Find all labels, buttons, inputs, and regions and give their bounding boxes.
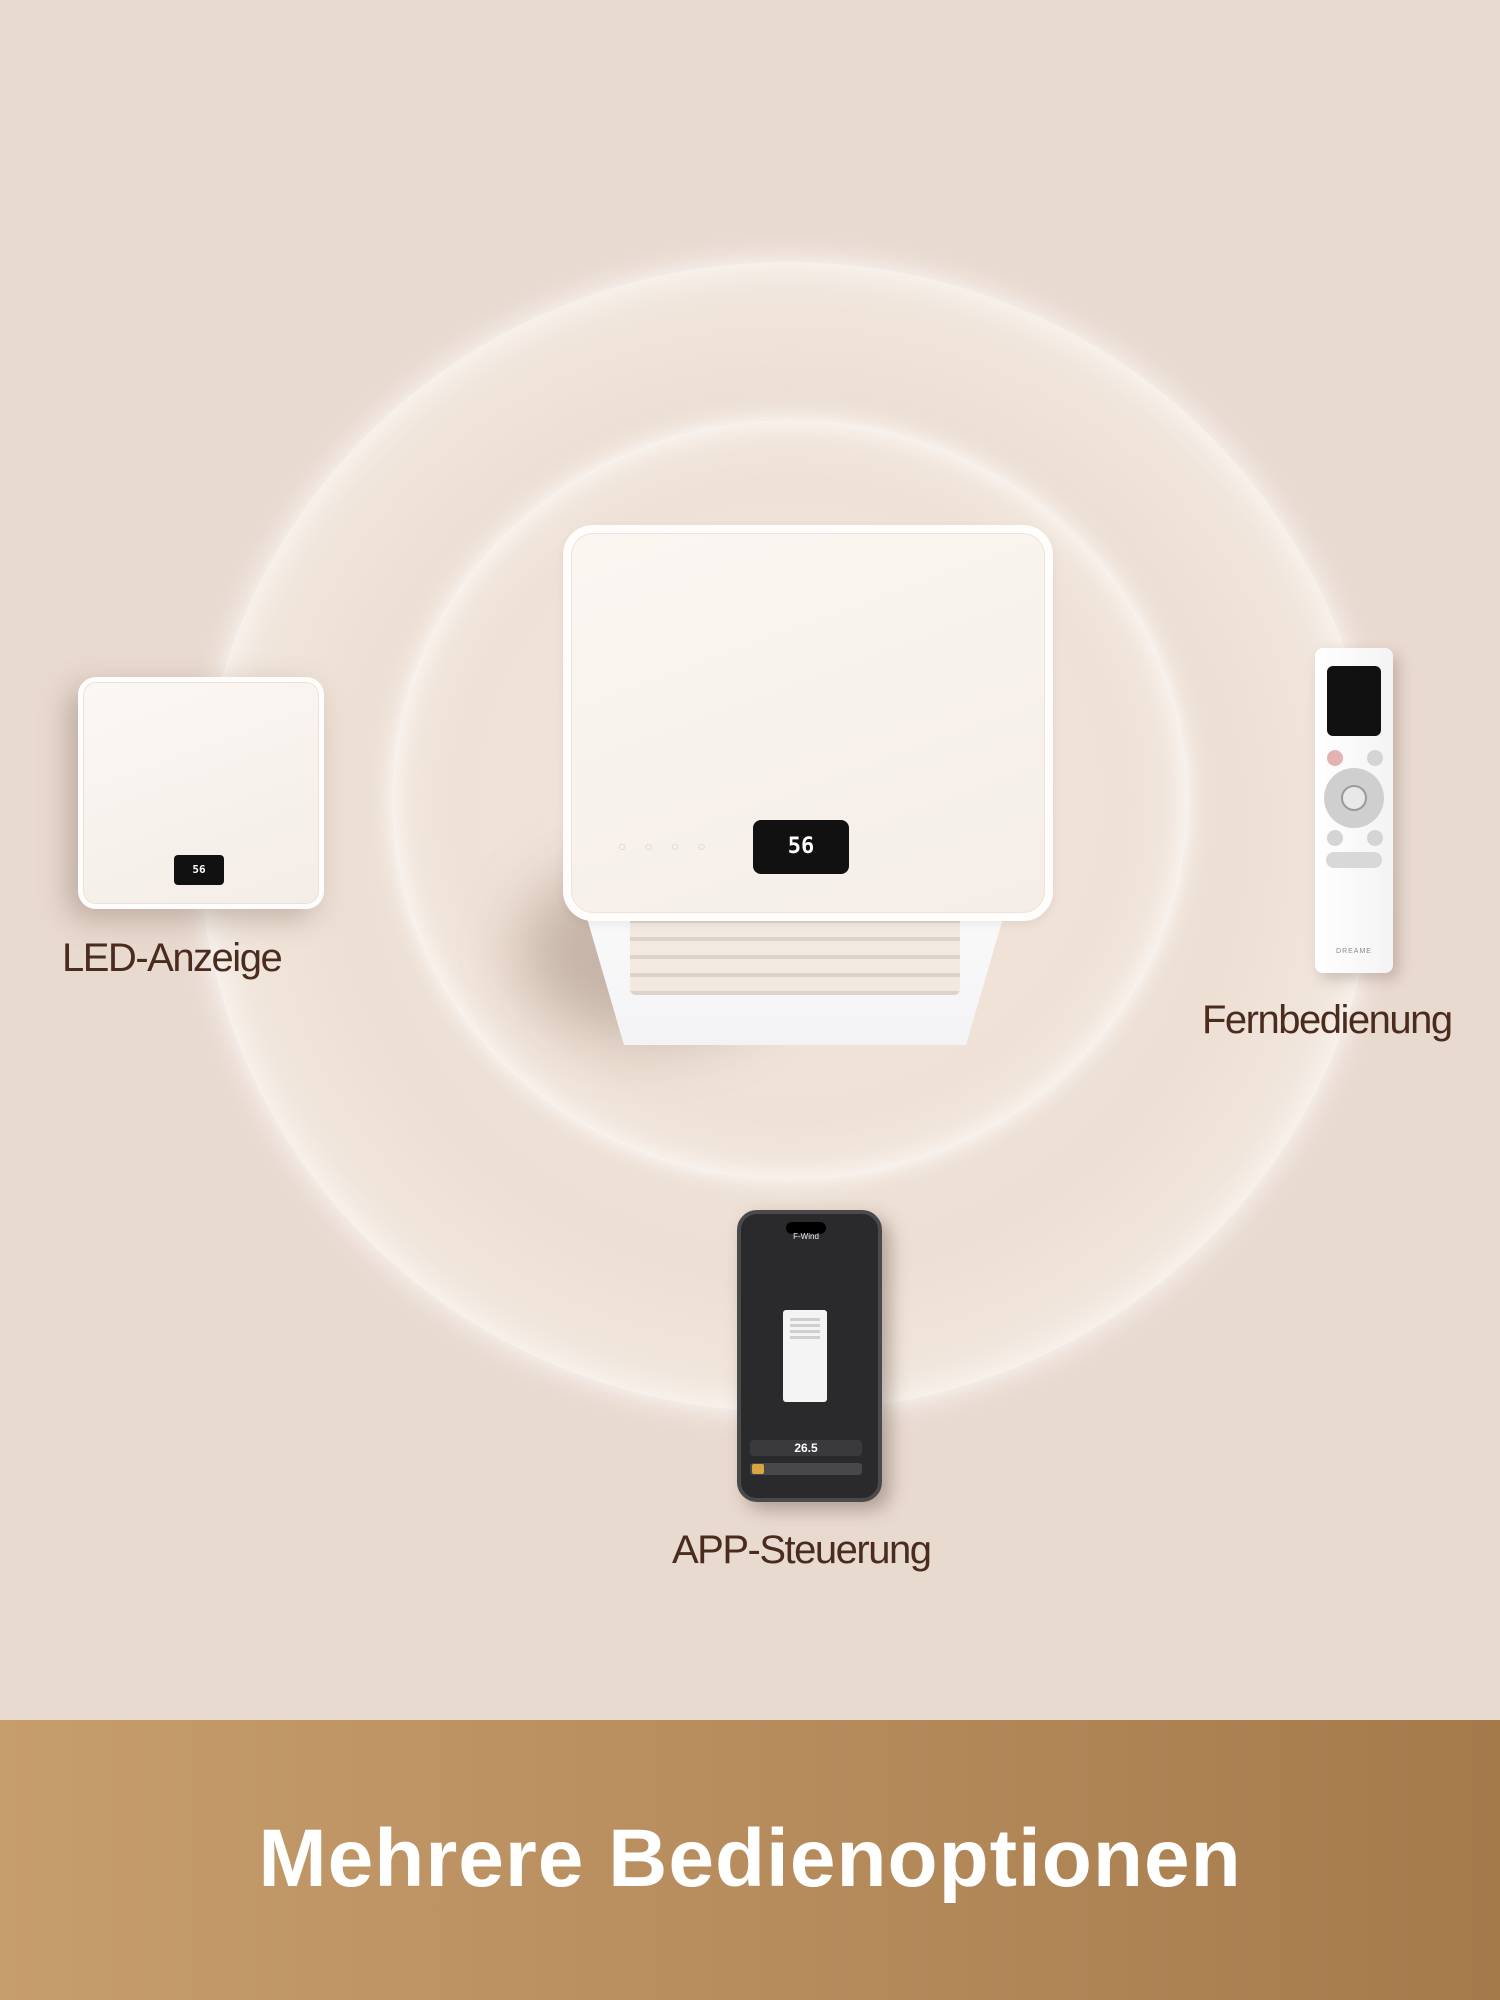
banner-title: Mehrere Bedienoptionen bbox=[258, 1813, 1242, 1904]
product-stage: ○○○○ 56 56 LED-Anzeige DREAME Fernbedien… bbox=[62, 262, 1454, 1572]
remote-brand: DREAME bbox=[1336, 948, 1372, 955]
remote-label: Fernbedienung bbox=[1202, 998, 1453, 1042]
remote-fan-icon-2 bbox=[1367, 830, 1383, 846]
app-control-label: APP-Steuerung bbox=[672, 1528, 932, 1572]
phone-ac-grille bbox=[790, 1318, 820, 1340]
led-panel-display: 56 bbox=[174, 855, 224, 885]
remote-screen bbox=[1327, 666, 1381, 736]
phone-app-title: F-Wind bbox=[793, 1232, 819, 1241]
phone-temperature: 26.5 bbox=[794, 1441, 818, 1455]
ac-control-icons: ○○○○ bbox=[618, 838, 724, 854]
phone-temp-bar bbox=[750, 1440, 862, 1456]
phone-bottom-bar bbox=[750, 1463, 862, 1475]
ac-led-display: 56 bbox=[753, 820, 849, 874]
remote-minus-plus-bar bbox=[1326, 852, 1382, 868]
remote-fan-icon bbox=[1327, 830, 1343, 846]
led-display-label: LED-Anzeige bbox=[62, 936, 283, 980]
remote-button-icon bbox=[1367, 750, 1383, 766]
bottom-banner bbox=[0, 1720, 1500, 2000]
remote-ok-button bbox=[1341, 785, 1367, 811]
remote-power-icon bbox=[1327, 750, 1343, 766]
phone-mode-icon bbox=[752, 1464, 764, 1474]
phone-dynamic-island bbox=[786, 1222, 826, 1234]
